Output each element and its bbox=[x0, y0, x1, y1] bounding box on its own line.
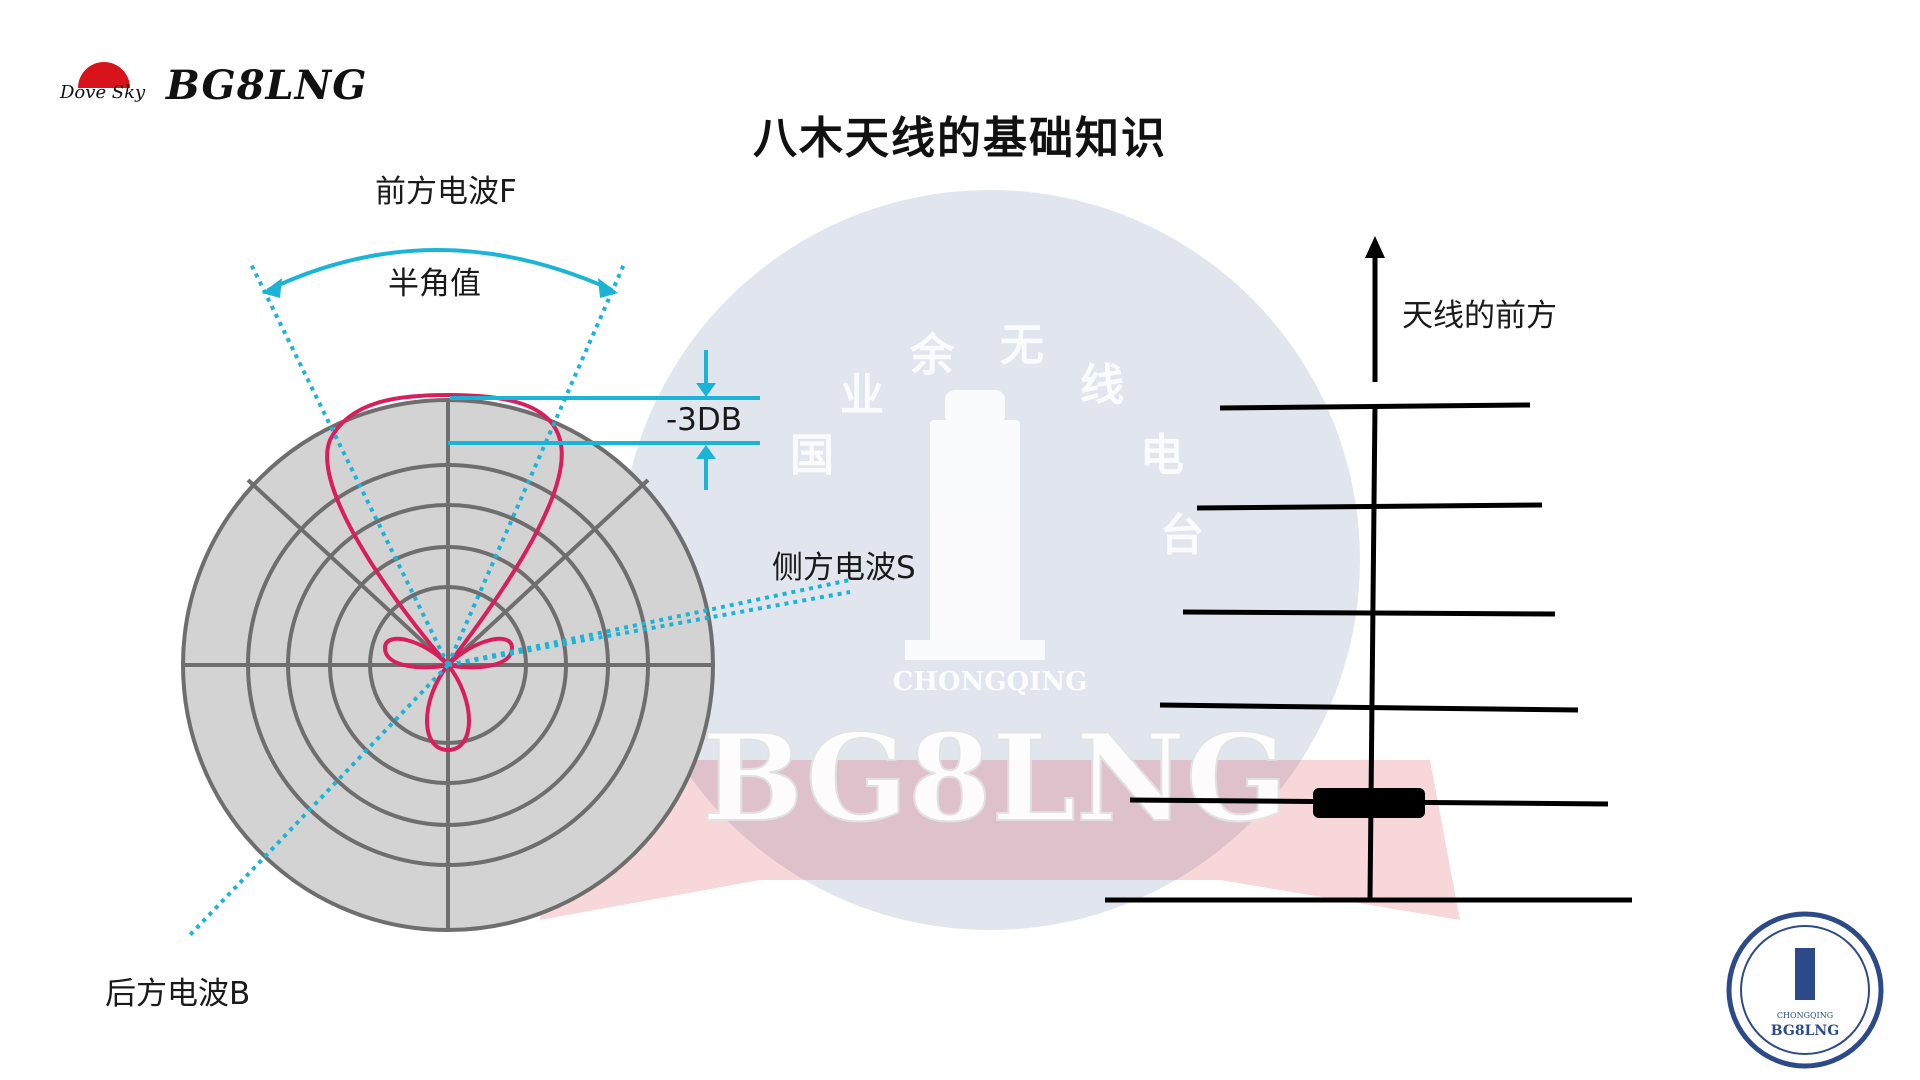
watermark-char: 电 bbox=[1140, 430, 1184, 481]
arrow-right-icon bbox=[598, 278, 618, 298]
seal-tower-icon bbox=[1795, 948, 1815, 1000]
watermark-city: CHONGQING bbox=[893, 667, 1088, 697]
antenna-front-label: 天线的前方 bbox=[1402, 298, 1557, 334]
director-element bbox=[1219, 402, 1531, 411]
half-angle-right-line bbox=[446, 261, 627, 666]
front-arrow-icon bbox=[1365, 236, 1385, 258]
watermark-char: 线 bbox=[1080, 360, 1124, 411]
seal-city: CHONGQING bbox=[1777, 1011, 1833, 1020]
polar-spoke bbox=[446, 478, 650, 667]
half-angle-label: 半角值 bbox=[388, 266, 481, 302]
feed-block bbox=[1313, 788, 1425, 818]
side-wave-label: 侧方电波S bbox=[772, 550, 916, 586]
logo-callsign: BG8LNG bbox=[166, 62, 368, 109]
main-lobe bbox=[325, 392, 564, 669]
front-wave-label: 前方电波F bbox=[375, 174, 517, 210]
director-element bbox=[1196, 502, 1543, 511]
watermark-club-name: 国 业 余 无 线 电 台 bbox=[790, 320, 1204, 561]
half-angle-left-line bbox=[248, 261, 450, 666]
arrow-left-icon bbox=[262, 278, 282, 298]
minus-3db-label: -3DB bbox=[666, 402, 743, 438]
watermark-char: 国 bbox=[790, 430, 834, 481]
seal-callsign: BG8LNG bbox=[1771, 1023, 1839, 1039]
side-direction-line bbox=[447, 578, 851, 667]
antenna-elements bbox=[1105, 402, 1632, 903]
watermark-char: 业 bbox=[840, 370, 884, 421]
side-lobe-left bbox=[382, 637, 452, 670]
watermark-callsign: BG8LNG bbox=[702, 708, 1288, 849]
watermark-char: 无 bbox=[1000, 320, 1044, 371]
watermark-tower-icon bbox=[905, 390, 1045, 660]
seal-inner-ring bbox=[1740, 925, 1870, 1055]
half-angle-arc bbox=[267, 248, 613, 292]
arrow-up-icon bbox=[696, 445, 716, 459]
arrow-down-icon bbox=[696, 383, 716, 397]
beam-guides bbox=[188, 261, 851, 937]
watermark-char: 台 bbox=[1160, 510, 1204, 561]
watermark-char: 余 bbox=[909, 330, 955, 381]
back-wave-label: 后方电波B bbox=[105, 976, 251, 1012]
polar-spoke bbox=[246, 478, 450, 667]
director-element bbox=[1182, 609, 1556, 617]
radiation-pattern bbox=[325, 392, 564, 753]
page-title: 八木天线的基础知识 bbox=[753, 113, 1167, 164]
back-lobe bbox=[425, 661, 471, 753]
logo-script: Dove Sky bbox=[60, 82, 146, 103]
side-lobe-right bbox=[444, 637, 515, 670]
director-element bbox=[1159, 702, 1579, 713]
